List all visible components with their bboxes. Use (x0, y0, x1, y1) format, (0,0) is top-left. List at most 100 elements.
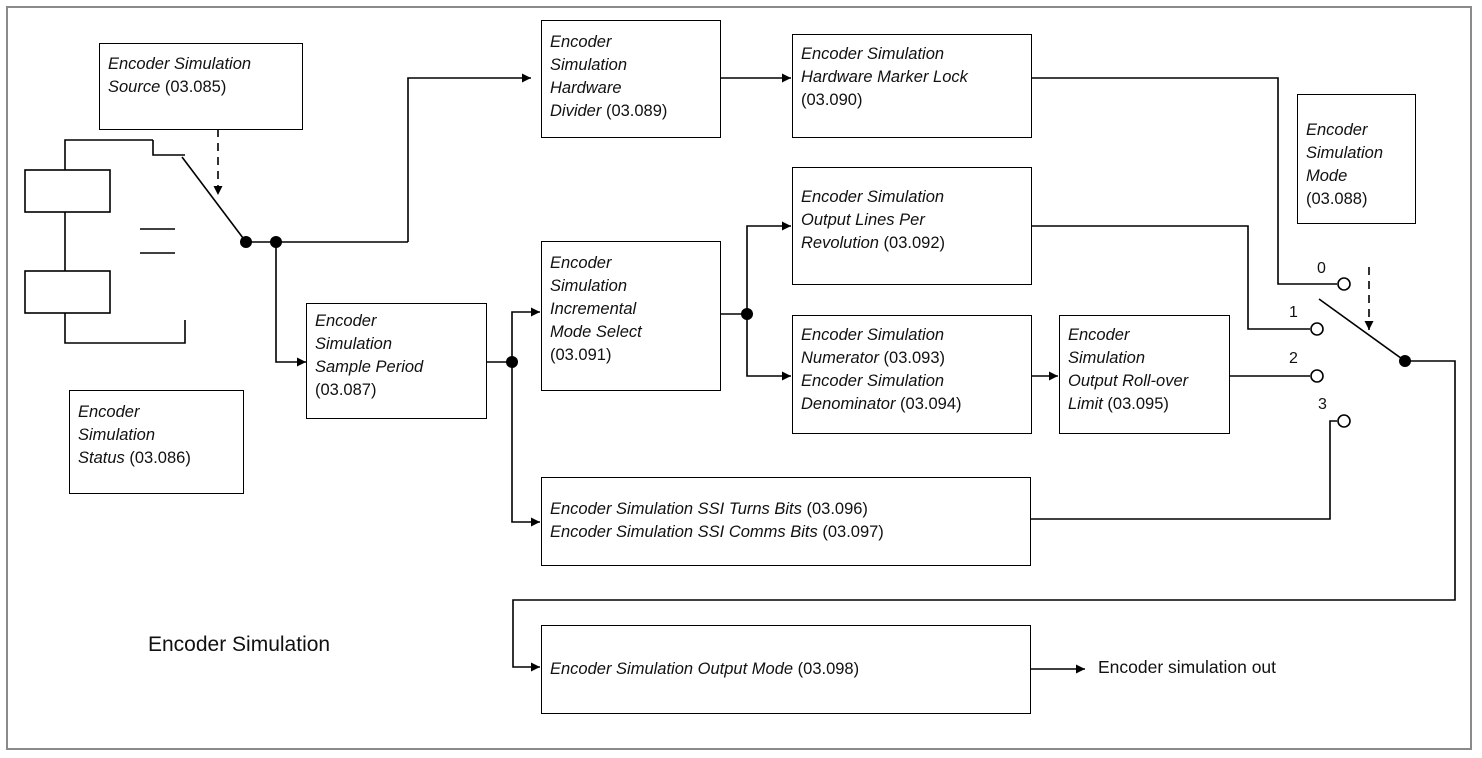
parameter-name-text: Encoder Simulation (801, 188, 945, 206)
encoder-simulation-ssi-bits-box: Encoder Simulation SSI Turns Bits (03.09… (541, 477, 1031, 566)
box-text-line: Simulation (1068, 347, 1229, 370)
parameter-name-text: Numerator (801, 349, 879, 367)
source-switch-arm (181, 156, 247, 243)
box-text-line: Encoder (1306, 119, 1415, 142)
parameter-name-text: Simulation (1068, 349, 1146, 367)
parameter-name-text: Encoder (1068, 326, 1130, 344)
parameter-number-text: (03.097) (817, 523, 884, 541)
switch-position-3-label: 3 (1318, 396, 1327, 413)
parameter-name-text: Output Lines Per (801, 211, 925, 229)
box-text-line: Encoder Simulation (801, 186, 1031, 209)
parameter-name-text: Encoder Simulation (801, 45, 945, 63)
parameter-number-text: (03.090) (801, 91, 863, 109)
parameter-name-text: Mode (1306, 167, 1348, 185)
parameter-name-text: Encoder (315, 312, 377, 330)
box-text-line: Hardware (550, 77, 720, 100)
box-text-line: Denominator (03.094) (801, 393, 1031, 416)
parameter-name-text: Source (108, 78, 161, 96)
box-text-line: Encoder Simulation (801, 370, 1031, 393)
parameter-name-text: Simulation (1306, 144, 1384, 162)
switch-contact-3 (1337, 414, 1351, 428)
switch-contact-2 (1310, 369, 1324, 383)
box-text-line: Divider (03.089) (550, 100, 720, 123)
box-text-line: Simulation (550, 275, 720, 298)
box-text-line: Encoder Simulation SSI Turns Bits (03.09… (550, 498, 1030, 521)
parameter-name-text: Encoder Simulation (801, 326, 945, 344)
parameter-number-text: (03.088) (1306, 190, 1368, 208)
box-text-line: Status (03.086) (78, 447, 243, 470)
mode-switch-arm (1318, 298, 1406, 362)
parameter-number-text: (03.086) (124, 449, 191, 467)
box-text-line: Encoder Simulation (801, 43, 1031, 66)
source-connector-shape (24, 139, 186, 344)
box-text-line: (03.087) (315, 379, 486, 402)
box-text-line: (03.090) (801, 89, 1031, 112)
parameter-name-text: Denominator (801, 395, 896, 413)
box-text-line: Mode Select (550, 321, 720, 344)
parameter-number-text: (03.095) (1102, 395, 1169, 413)
box-text-line: (03.091) (550, 344, 720, 367)
box-text-line: Revolution (03.092) (801, 232, 1031, 255)
junction-dot (1399, 355, 1411, 367)
parameter-name-text: Hardware Marker Lock (801, 68, 968, 86)
parameter-name-text: Simulation (315, 335, 393, 353)
parameter-number-text: (03.093) (878, 349, 945, 367)
box-text-line: Output Roll-over (1068, 370, 1229, 393)
box-text-line: Simulation (315, 333, 486, 356)
parameter-name-text: Status (78, 449, 125, 467)
box-text-line: Output Lines Per (801, 209, 1031, 232)
box-text-line: Numerator (03.093) (801, 347, 1031, 370)
parameter-name-text: Encoder Simulation SSI Turns Bits (550, 500, 802, 518)
switch-position-0-label: 0 (1317, 260, 1326, 277)
diagram-title: Encoder Simulation (148, 633, 331, 656)
parameter-name-text: Encoder (1306, 121, 1368, 139)
box-text-line: Hardware Marker Lock (801, 66, 1031, 89)
box-text-line: Encoder Simulation (801, 324, 1031, 347)
parameter-name-text: Output Roll-over (1068, 372, 1189, 390)
junction-dot (270, 236, 282, 248)
box-text-line: Encoder (315, 310, 486, 333)
box-text-line: Incremental (550, 298, 720, 321)
parameter-number-text: (03.089) (601, 102, 668, 120)
parameter-name-text: Divider (550, 102, 602, 120)
parameter-number-text: (03.091) (550, 346, 612, 364)
parameter-name-text: Limit (1068, 395, 1103, 413)
parameter-name-text: Encoder (550, 254, 612, 272)
junction-dot (741, 308, 753, 320)
encoder-simulation-output-mode-box: Encoder Simulation Output Mode (03.098) (541, 625, 1031, 714)
encoder-simulation-out-label: Encoder simulation out (1098, 657, 1277, 677)
junction-dot (240, 236, 252, 248)
box-text-line: Simulation (78, 424, 243, 447)
box-text-line: Sample Period (315, 356, 486, 379)
parameter-name-text: Simulation (550, 56, 628, 74)
parameter-name-text: Incremental (550, 300, 637, 318)
box-text-line: Limit (03.095) (1068, 393, 1229, 416)
parameter-name-text: Encoder (550, 33, 612, 51)
parameter-name-text: Sample Period (315, 358, 424, 376)
box-text-line: (03.088) (1306, 188, 1415, 211)
parameter-name-text: Encoder (78, 403, 140, 421)
switch-position-2-label: 2 (1289, 350, 1298, 367)
box-text-line: Encoder (550, 31, 720, 54)
parameter-name-text: Simulation (78, 426, 156, 444)
parameter-name-text: Encoder Simulation Output Mode (550, 660, 794, 678)
parameter-name-text: Encoder Simulation (108, 55, 252, 73)
parameter-number-text: (03.096) (801, 500, 868, 518)
parameter-number-text: (03.085) (160, 78, 227, 96)
parameter-number-text: (03.094) (895, 395, 962, 413)
box-text-line: Simulation (550, 54, 720, 77)
parameter-name-text: Simulation (550, 277, 628, 295)
switch-position-1-label: 1 (1289, 304, 1298, 321)
parameter-name-text: Revolution (801, 234, 879, 252)
parameter-number-text: (03.087) (315, 381, 377, 399)
